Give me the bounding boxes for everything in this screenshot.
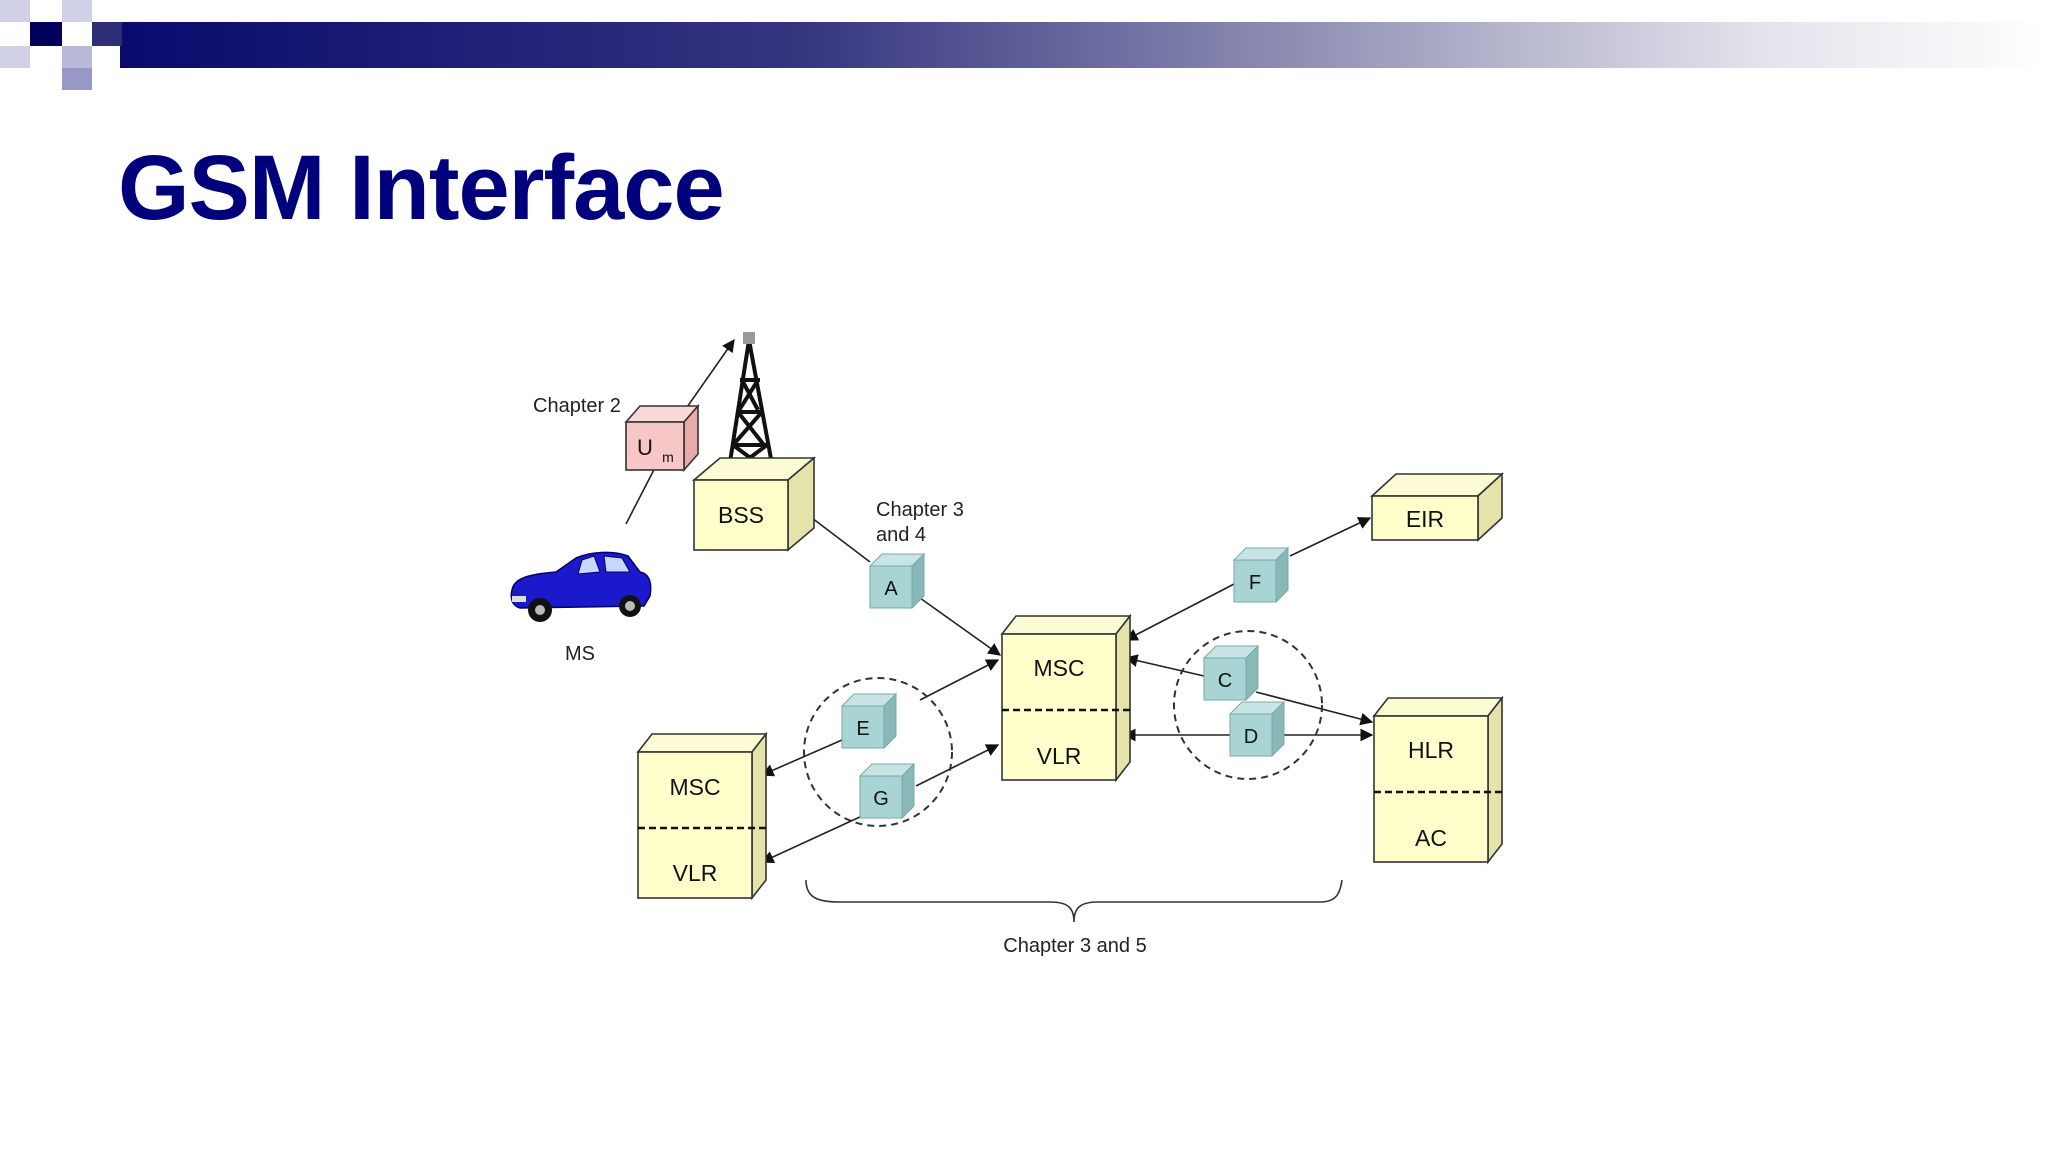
- deco-square-lavender: [62, 68, 92, 90]
- link-bss-a: [811, 517, 871, 563]
- deco-square-mid: [92, 22, 122, 46]
- interface-group-circle-left: [803, 677, 953, 827]
- msc-main-label: MSC: [1033, 655, 1084, 681]
- ms-label: MS: [565, 643, 595, 665]
- chapter35-label: Chapter 3 and 5: [1003, 935, 1146, 957]
- interface-e-label: E: [856, 718, 869, 740]
- interface-d-node: D: [1228, 700, 1286, 758]
- interface-g-label: G: [873, 788, 889, 810]
- deco-square-light: [62, 0, 92, 22]
- link-msc-f: [1124, 582, 1237, 641]
- interface-c-node: C: [1202, 644, 1260, 702]
- title-bar-decoration: [0, 0, 2048, 90]
- chapter34-label-line2: and 4: [876, 524, 926, 546]
- hlr-label: HLR: [1408, 737, 1454, 763]
- bss-node: BSS: [691, 456, 817, 552]
- vlr-main-label: VLR: [1037, 743, 1082, 769]
- deco-square-navy: [30, 22, 62, 46]
- car-icon: [510, 551, 652, 622]
- hlr-ac-node: HLR AC: [1372, 695, 1504, 865]
- um-label-u: U: [637, 435, 653, 460]
- msc-vlr-left-node: MSC VLR: [636, 731, 768, 901]
- link-e-msc-left: [760, 739, 843, 777]
- link-msc-c: [1124, 654, 1205, 677]
- um-label-m: m: [662, 449, 674, 465]
- interface-a-label: A: [884, 578, 898, 600]
- msc-vlr-main-node: MSC VLR: [1000, 613, 1132, 783]
- interface-d-label: D: [1244, 726, 1258, 748]
- interface-f-label: F: [1249, 572, 1261, 594]
- link-msc-e: [919, 659, 1000, 701]
- um-interface-node: U m: [624, 403, 700, 473]
- chapter34-label-line1: Chapter 3: [876, 499, 964, 521]
- eir-label: EIR: [1406, 506, 1444, 532]
- bss-label: BSS: [718, 502, 764, 528]
- interface-a-node: A: [868, 552, 926, 610]
- vlr-left-label: VLR: [673, 860, 718, 886]
- chapter2-label: Chapter 2: [533, 395, 621, 417]
- link-g-vlr-left: [760, 815, 863, 864]
- deco-square-light: [0, 46, 30, 68]
- page-title: GSM Interface: [118, 137, 725, 239]
- interface-group-circle-right: [1173, 630, 1323, 780]
- deco-square-light: [0, 0, 30, 22]
- deco-square-lavender: [62, 46, 92, 68]
- interface-g-node: G: [858, 762, 916, 820]
- interface-f-node: F: [1232, 546, 1290, 604]
- msc-left-label: MSC: [669, 774, 720, 800]
- antenna-tower-icon: [726, 332, 776, 476]
- link-c-hlr: [1255, 691, 1374, 726]
- interface-e-node: E: [840, 692, 898, 750]
- link-a-msc: [919, 597, 1002, 656]
- link-f-eir: [1289, 517, 1372, 557]
- eir-node: EIR: [1369, 472, 1505, 542]
- chapter-brace: [805, 879, 1343, 923]
- gradient-band: [120, 22, 2048, 68]
- ac-label: AC: [1415, 825, 1447, 851]
- interface-c-label: C: [1218, 670, 1232, 692]
- link-vlr-g: [915, 744, 1000, 787]
